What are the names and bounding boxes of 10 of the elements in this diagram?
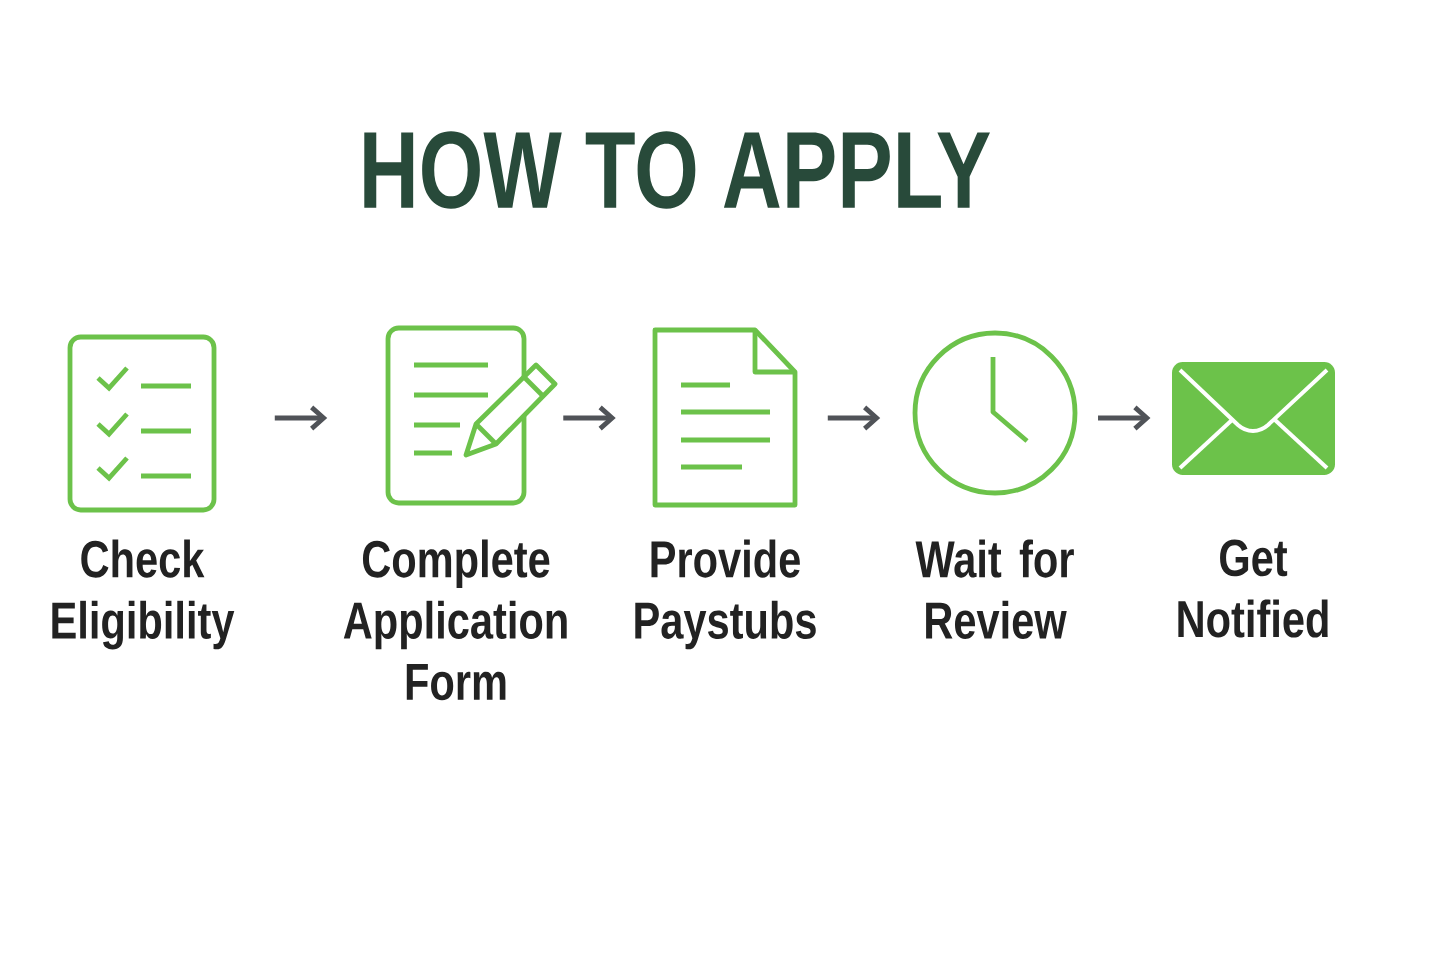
arrow <box>274 405 328 431</box>
arrow <box>563 405 616 431</box>
step-label: Check Eligibility <box>52 539 235 650</box>
arrow <box>1098 405 1151 431</box>
arrow <box>827 405 881 431</box>
step-label: Get Notified <box>1178 539 1328 638</box>
title: HOW TO APPLY <box>364 131 990 209</box>
step-label: Complete Application Form <box>343 539 567 701</box>
step-label: Provide Paystubs <box>635 539 816 650</box>
step-label: Wait for Review <box>915 539 1074 639</box>
